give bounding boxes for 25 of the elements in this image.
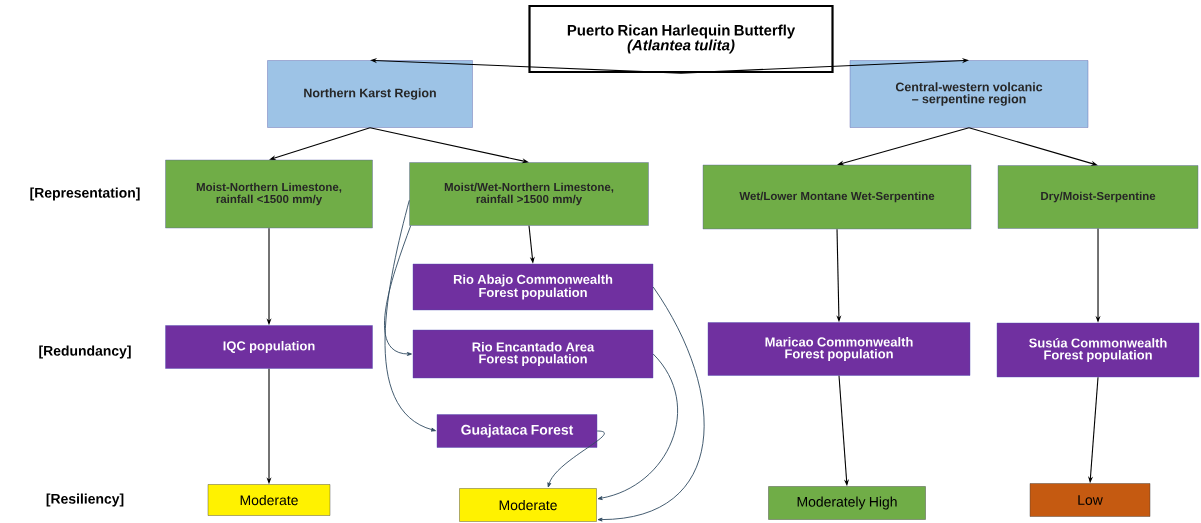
region-box: Northern Karst Region	[267, 60, 473, 128]
habitat-box: Moist/Wet-Northern Limestone, rainfall >1500 mm/y	[409, 162, 649, 226]
arrow	[597, 286, 705, 522]
rating-box: Low	[1029, 483, 1151, 517]
habitat-box: Wet/Lower Montane Wet-Serpentine	[702, 164, 972, 230]
habitat-box: Dry/Moist-Serpentine	[997, 165, 1199, 229]
rating-box: Moderately High	[768, 486, 926, 520]
population-box: Rio Encantado Area Forest population	[412, 329, 654, 379]
row-label: [Resiliency]	[46, 493, 124, 507]
region-box: Central-western volcanic – serpentine region	[849, 60, 1089, 128]
population-box: IQC population	[165, 325, 373, 369]
population-box: Rio Abajo Commonwealth Forest population	[412, 263, 654, 311]
arrow	[597, 353, 679, 500]
rating-box: Moderate	[459, 488, 597, 522]
habitat-box: Moist-Northern Limestone, rainfall <1500 mm/y	[165, 159, 373, 229]
row-label: [Redundancy]	[39, 345, 131, 359]
population-box: Susúa Commonwealth Forest population	[996, 322, 1200, 378]
population-box: Guajataca Forest	[436, 414, 598, 448]
row-label: [Representation]	[30, 187, 140, 201]
arrow	[384, 225, 412, 356]
title-box: Puerto Rican Harlequin Butterfly (Atlantea tulita)	[528, 4, 834, 74]
population-box: Maricao Commonwealth Forest population	[707, 322, 971, 376]
rating-box: Moderate	[207, 484, 331, 516]
arrow	[384, 199, 436, 432]
arrow	[547, 430, 605, 488]
